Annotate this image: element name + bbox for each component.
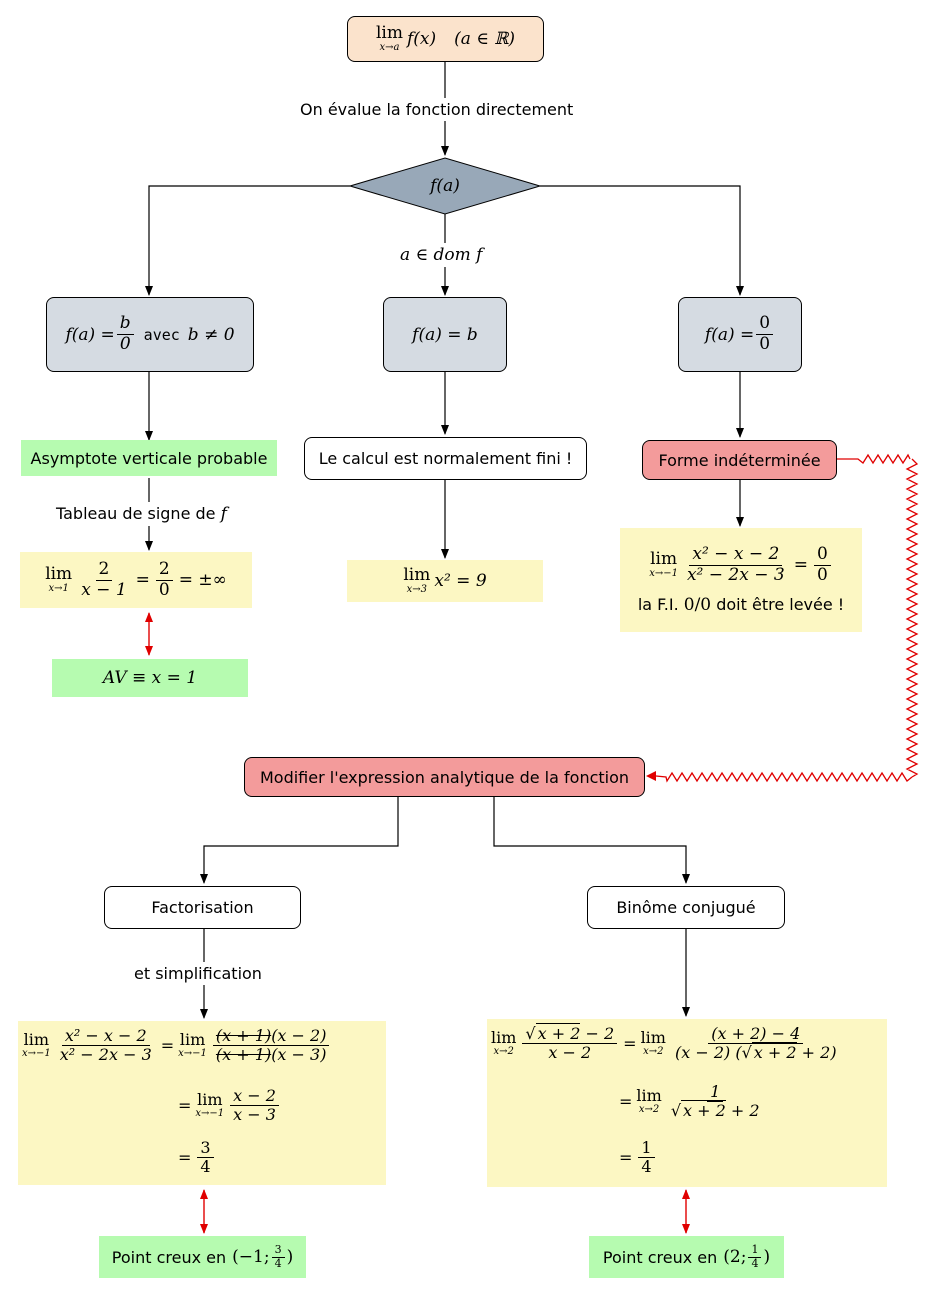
left-example-result: = ±∞ [178,570,227,590]
note-suffix: doit être levée ! [716,595,845,615]
snake-arrowhead [646,771,656,781]
modify-box: Modifier l'expression analytique de la f… [244,757,645,797]
connector-factorisation [200,797,399,884]
simplification-label: et simplification [130,962,266,985]
note-prefix: la F.I. [637,595,679,615]
decision-text: f(a) [430,176,460,196]
note-math: 0/0 [683,595,712,616]
start-expr: f(x) [406,29,437,49]
conjugate-box: Binôme conjugué [587,886,785,929]
finite-box: Le calcul est normalement fini ! [304,437,587,480]
case-right-lhs: f(a) = [704,324,755,345]
connector-conjugate [493,797,690,884]
middle-example-expr: x² = 9 [434,571,487,591]
asymptote-box: Asymptote verticale probable [21,440,277,476]
factorisation-box: Factorisation [104,886,301,929]
left-example-eq: = [135,570,150,590]
right-example-note: la F.I. 0/0 doit être levée ! [638,595,844,615]
case-left-cond: b ≠ 0 [187,324,235,345]
case-left-lhs: f(a) = [65,324,115,345]
fi-box: Forme indéterminée [642,440,837,480]
case-middle: f(a) = b [383,297,507,372]
av-result-box: AV ≡ x = 1 [52,659,248,697]
sign-table-text: Tableau de signe de [56,504,216,523]
sign-table-var: f [220,504,227,524]
evaluate-label: On évalue la fonction directement [296,98,578,121]
snake-bottom [655,771,913,783]
start-condition: (a ∈ ℝ) [454,29,516,49]
case-left-avec: avec [143,325,180,344]
snake-top [837,453,911,465]
right-example-eq: = [793,555,808,575]
domain-label: a ∈ dom f [396,243,487,267]
snake-vertical [905,458,919,778]
connector-right-case [540,185,744,296]
sign-table-label: Tableau de signe de f [52,502,231,526]
connector-left-case [145,185,350,296]
